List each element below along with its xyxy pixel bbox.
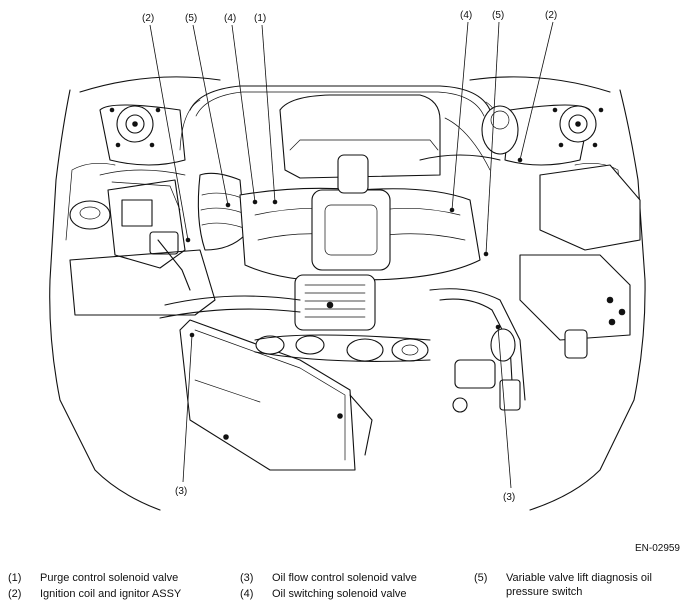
legend-num: (4) [240,588,254,600]
leader-lines [149,21,554,489]
air-cleaner-housing [179,319,373,471]
right-components [452,105,641,413]
callout-5-left: (5) [185,13,197,24]
legend-num: (3) [240,572,254,584]
callout-4-left: (4) [224,13,236,24]
callout-1: (1) [254,13,266,24]
engine-compartment-diagram: (2) (5) (4) (1) (4) (5) (2) (3) (3) [49,10,646,511]
callout-3-left: (3) [175,486,187,497]
legend-text: Ignition coil and ignitor ASSY [40,588,182,600]
legend-text: Purge control solenoid valve [40,572,179,584]
legend-item-5: (5) Variable valve lift diagnosis oil pr… [466,571,690,599]
throttle-body [311,154,391,271]
legend-item-2: (2) Ignition coil and ignitor ASSY [0,587,210,601]
legend-item-1: (1) Purge control solenoid valve [0,571,210,585]
pulleys [254,334,431,362]
callout-2-right: (2) [545,10,557,21]
left-components [69,169,191,291]
alternator [294,274,376,331]
callout-4-right: (4) [460,10,472,21]
callout-3-right: (3) [503,492,515,503]
legend-num: (1) [8,572,22,584]
callout-5-right: (5) [492,10,504,21]
hoses [159,117,526,401]
legend: (1) Purge control solenoid valve (2) Ign… [0,571,690,611]
legend-item-4: (4) Oil switching solenoid valve [232,587,442,601]
legend-text: Variable valve lift diagnosis oil pressu… [506,572,652,598]
figure-code: EN-02959 [634,543,680,554]
legend-text: Oil flow control solenoid valve [272,572,417,584]
strut-tower-right [552,105,604,148]
strut-tower-left [109,105,161,148]
callout-dots [185,157,523,338]
callout-2-left: (2) [142,13,154,24]
legend-num: (5) [474,572,488,584]
legend-item-3: (3) Oil flow control solenoid valve [232,571,442,585]
legend-text: Oil switching solenoid valve [272,588,407,600]
legend-num: (2) [8,588,22,600]
intake-duct [69,172,246,316]
